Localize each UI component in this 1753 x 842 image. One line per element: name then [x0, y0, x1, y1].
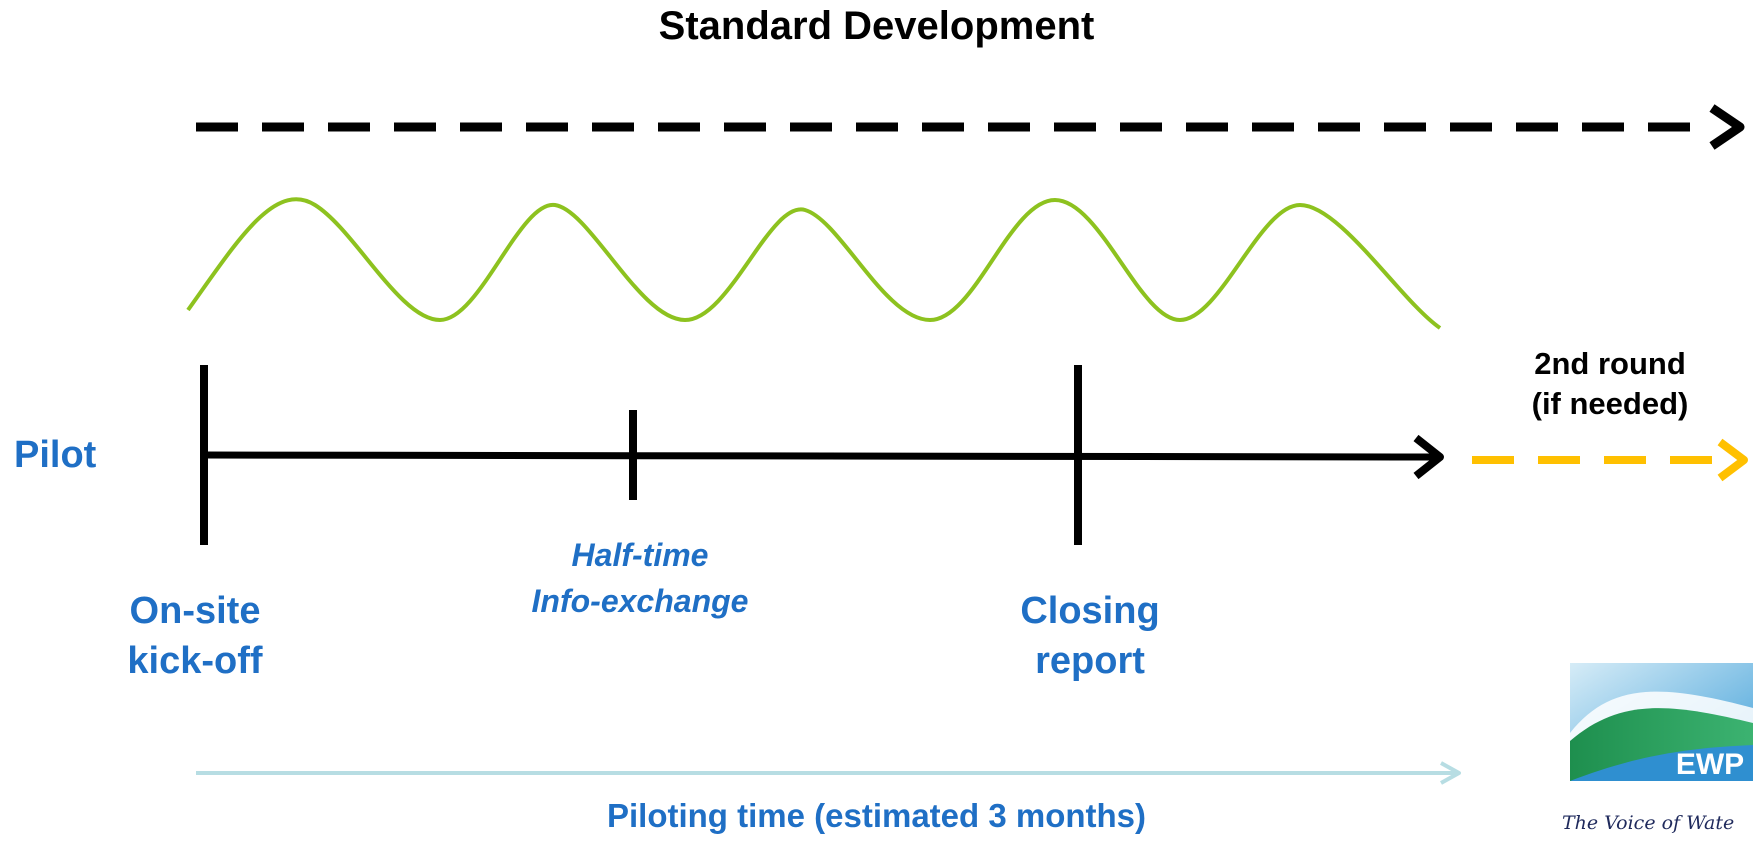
milestone-kickoff-line2: kick-off [127, 640, 263, 682]
milestone-closing-line2: report [1035, 640, 1145, 682]
milestone-kickoff-label: On-site kick-off [80, 586, 310, 686]
iteration-wave [186, 197, 1442, 330]
page-title: Standard Development [658, 4, 1095, 48]
logo-text: EWP [1676, 748, 1744, 781]
pilot-label: Pilot [14, 434, 97, 476]
milestone-halftime-line1: Half-time [571, 537, 709, 573]
timeline-arrowhead [1413, 434, 1444, 480]
standard-development-arrow [196, 104, 1745, 150]
ewp-logo: EWP [1570, 663, 1753, 781]
milestone-halftime-label: Half-time Info-exchange [490, 532, 790, 624]
second-round-label: 2nd round (if needed) [1440, 344, 1753, 424]
milestone-closing-line1: Closing [1020, 590, 1160, 632]
second-round-arrow [1472, 438, 1748, 482]
pilot-timeline [200, 365, 1444, 545]
duration-label: Piloting time (estimated 3 months) [606, 797, 1147, 834]
second-round-line1: 2nd round [1534, 346, 1686, 381]
second-round-line2: (if needed) [1531, 386, 1689, 421]
logo-tagline: The Voice of Wate [1562, 812, 1735, 834]
duration-arrow [196, 761, 1461, 785]
milestone-halftime-line2: Info-exchange [531, 583, 749, 619]
milestone-kickoff-line1: On-site [129, 590, 261, 632]
milestone-closing-label: Closing report [980, 586, 1200, 686]
timeline-axis [203, 451, 1436, 461]
